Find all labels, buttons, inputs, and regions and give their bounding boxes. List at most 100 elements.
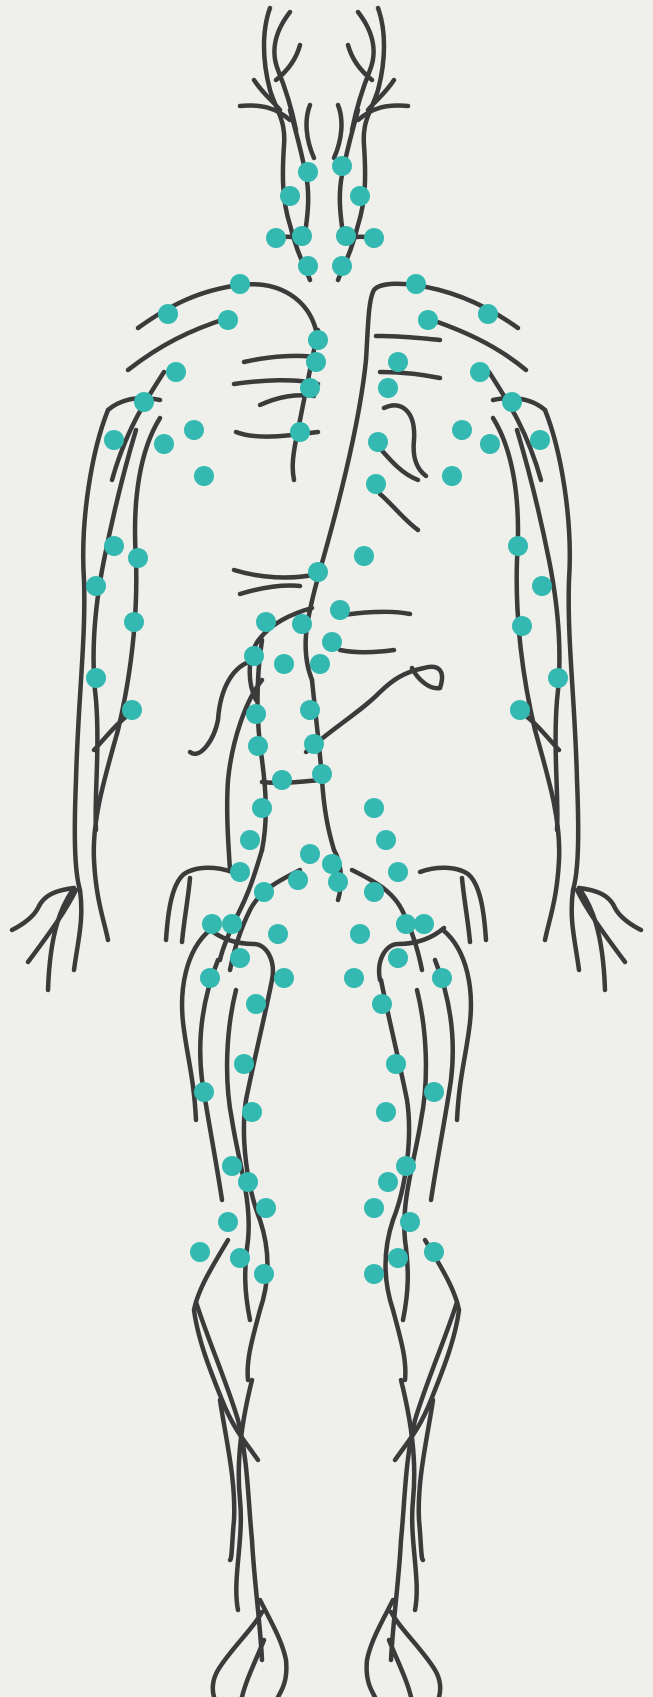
lymph-node	[310, 654, 330, 674]
lymph-node	[364, 228, 384, 248]
lymph-node	[372, 994, 392, 1014]
lymph-node	[332, 256, 352, 276]
lymph-node	[122, 700, 142, 720]
lymph-node	[354, 546, 374, 566]
lymph-node	[308, 562, 328, 582]
lymph-node	[300, 378, 320, 398]
vessel-foot-left-b	[242, 1640, 264, 1697]
vessel-foot-right-a	[391, 1612, 440, 1697]
lymph-node	[480, 434, 500, 454]
lymph-node	[548, 668, 568, 688]
lymph-node	[300, 844, 320, 864]
lymph-node	[368, 432, 388, 452]
lymph-node	[158, 304, 178, 324]
lymph-node	[246, 704, 266, 724]
vessel-chest-right-a	[376, 336, 440, 340]
lymph-node	[322, 854, 342, 874]
lymph-node	[400, 1212, 420, 1232]
lymph-node	[230, 948, 250, 968]
lymph-node	[508, 536, 528, 556]
lymph-node	[336, 226, 356, 246]
lymph-node	[194, 1082, 214, 1102]
lymph-node	[432, 968, 452, 988]
lymph-node	[190, 1242, 210, 1262]
lymph-node	[386, 1054, 406, 1074]
lymph-node	[292, 226, 312, 246]
lymph-node	[364, 1264, 384, 1284]
lymph-node	[530, 430, 550, 450]
lymph-node	[134, 392, 154, 412]
lymph-node	[344, 968, 364, 988]
lymph-node	[364, 1198, 384, 1218]
vessel-hip-left	[166, 868, 232, 940]
lymph-node	[306, 352, 326, 372]
lymph-node	[406, 274, 426, 294]
lymph-node	[366, 474, 386, 494]
lymph-node	[166, 362, 186, 382]
lymph-node	[104, 536, 124, 556]
lymph-node	[194, 466, 214, 486]
lymph-node	[312, 764, 332, 784]
lymph-node	[244, 646, 264, 666]
lymph-node	[388, 352, 408, 372]
vessel-hip-left-b	[182, 878, 190, 942]
lymph-node	[378, 378, 398, 398]
lymph-node	[502, 392, 522, 412]
lymph-node	[414, 914, 434, 934]
vessel-head-left-branch-c	[276, 45, 300, 80]
lymph-node	[364, 882, 384, 902]
vessel-chest-right-e	[380, 494, 418, 530]
lymph-node	[274, 654, 294, 674]
lymph-node	[274, 968, 294, 988]
vessel-shoulder-right	[374, 284, 518, 328]
lymph-node	[222, 914, 242, 934]
lymph-node	[470, 362, 490, 382]
vessel-chest-right-b	[380, 372, 440, 378]
lymph-node	[252, 798, 272, 818]
lymph-node	[256, 612, 276, 632]
lymph-node	[376, 830, 396, 850]
lymph-node	[396, 1156, 416, 1176]
lymph-node	[418, 310, 438, 330]
lymph-node	[388, 948, 408, 968]
lymph-node	[378, 1172, 398, 1192]
lymph-node	[512, 616, 532, 636]
lymph-node	[328, 872, 348, 892]
vessel-leg-right-c	[431, 960, 453, 1200]
vessel-ankle-left	[260, 1600, 286, 1697]
lymph-node	[222, 1156, 242, 1176]
lymph-node	[266, 228, 286, 248]
lymph-node	[124, 612, 144, 632]
vessel-neck-right-c	[334, 105, 341, 158]
lymph-node	[272, 770, 292, 790]
lymph-node	[242, 1102, 262, 1122]
vessel-foot-right-b	[389, 1640, 411, 1697]
lymph-node	[388, 862, 408, 882]
vessel-leg-left-c	[200, 960, 222, 1200]
lymph-node	[298, 256, 318, 276]
lymph-node	[254, 1264, 274, 1284]
lymph-node	[218, 1212, 238, 1232]
lymph-node	[184, 420, 204, 440]
vessel-abdomen-left-b	[240, 585, 300, 594]
lymph-node	[280, 186, 300, 206]
lymph-node	[424, 1242, 444, 1262]
lymph-node	[238, 1172, 258, 1192]
lymph-nodes	[86, 156, 568, 1284]
lymph-node	[300, 700, 320, 720]
lymph-node	[128, 548, 148, 568]
lymph-node	[288, 870, 308, 890]
lymph-node	[202, 914, 222, 934]
lymph-node	[478, 304, 498, 324]
vessel-arm-right-outer	[545, 410, 579, 970]
lymph-vessels	[12, 8, 641, 1697]
vessel-abdomen-left-a	[234, 570, 318, 577]
lymph-node	[254, 882, 274, 902]
lymph-node	[234, 1054, 254, 1074]
lymph-node	[388, 1248, 408, 1268]
lymph-node	[442, 466, 462, 486]
lymph-node	[304, 734, 324, 754]
lymph-node	[308, 330, 328, 350]
lymph-node	[86, 576, 106, 596]
